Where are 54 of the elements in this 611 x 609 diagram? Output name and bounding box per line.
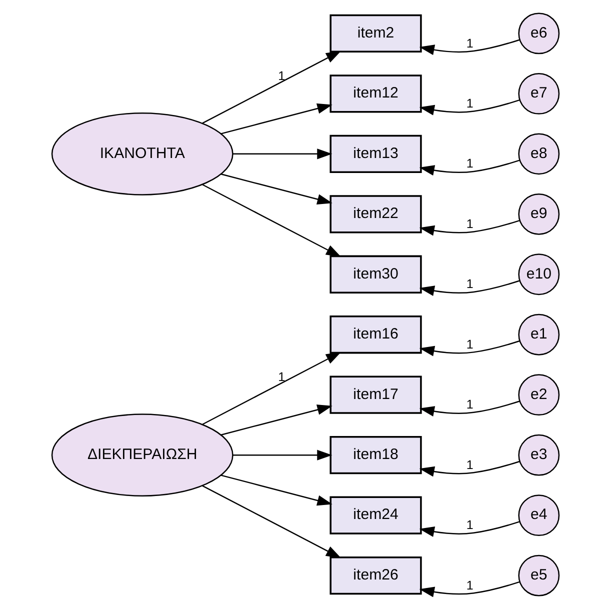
arrow	[419, 160, 520, 176]
edge-label: 1	[466, 216, 474, 231]
edge-label: 1	[466, 458, 474, 472]
node-box: item16	[330, 316, 422, 354]
arrow	[419, 340, 520, 356]
edge-label: 1	[278, 68, 286, 83]
node-circle: e7	[518, 72, 560, 114]
node-circle: e1	[518, 314, 560, 356]
arrow	[202, 485, 342, 558]
arrow	[419, 521, 520, 537]
node-circle: e5	[518, 554, 560, 596]
node-circle: e10	[518, 254, 560, 296]
node-ellipse: ΔΙΕΚΠΕΡΑΙΩΣΗ	[51, 414, 234, 496]
arrow	[419, 220, 520, 236]
node-circle: e2	[518, 374, 560, 416]
node-circle: e4	[518, 494, 560, 536]
arrow	[419, 581, 520, 598]
node-box: item17	[330, 376, 422, 414]
edge-label: 1	[466, 518, 474, 532]
node-box: item2	[330, 14, 422, 53]
arrow	[232, 148, 332, 160]
node-circle: e3	[518, 434, 560, 476]
node-box: item26	[330, 556, 422, 595]
edge-label: 1	[466, 578, 474, 592]
node-box: item22	[330, 195, 422, 234]
arrow	[419, 99, 520, 116]
arrow	[419, 39, 520, 56]
arrow	[221, 474, 332, 506]
edge-label: 1	[466, 96, 474, 110]
arrow	[232, 450, 332, 460]
node-box: item24	[330, 496, 422, 534]
node-box: item13	[330, 134, 422, 173]
edge-label: 1	[466, 277, 474, 292]
arrow	[221, 404, 332, 436]
arrow	[221, 174, 332, 204]
node-circle: e8	[518, 133, 560, 175]
edge-label: 1	[466, 156, 474, 171]
arrow	[202, 352, 342, 425]
arrow	[419, 400, 520, 416]
arrow	[419, 280, 520, 296]
node-circle: e6	[518, 12, 560, 54]
node-circle: e9	[518, 193, 560, 235]
edge-label: 1	[466, 398, 474, 412]
arrow	[419, 460, 520, 477]
edge-label: 1	[466, 36, 474, 50]
arrow	[202, 50, 342, 124]
edge-label: 1	[278, 370, 286, 384]
arrow	[202, 184, 342, 257]
node-box: item18	[330, 436, 422, 474]
node-ellipse: ΙΚΑΝΟΤΗΤΑ	[51, 112, 234, 196]
arrow	[221, 103, 332, 134]
edge-label: 1	[466, 337, 474, 352]
node-box: item12	[330, 74, 422, 113]
node-box: item30	[330, 255, 422, 294]
